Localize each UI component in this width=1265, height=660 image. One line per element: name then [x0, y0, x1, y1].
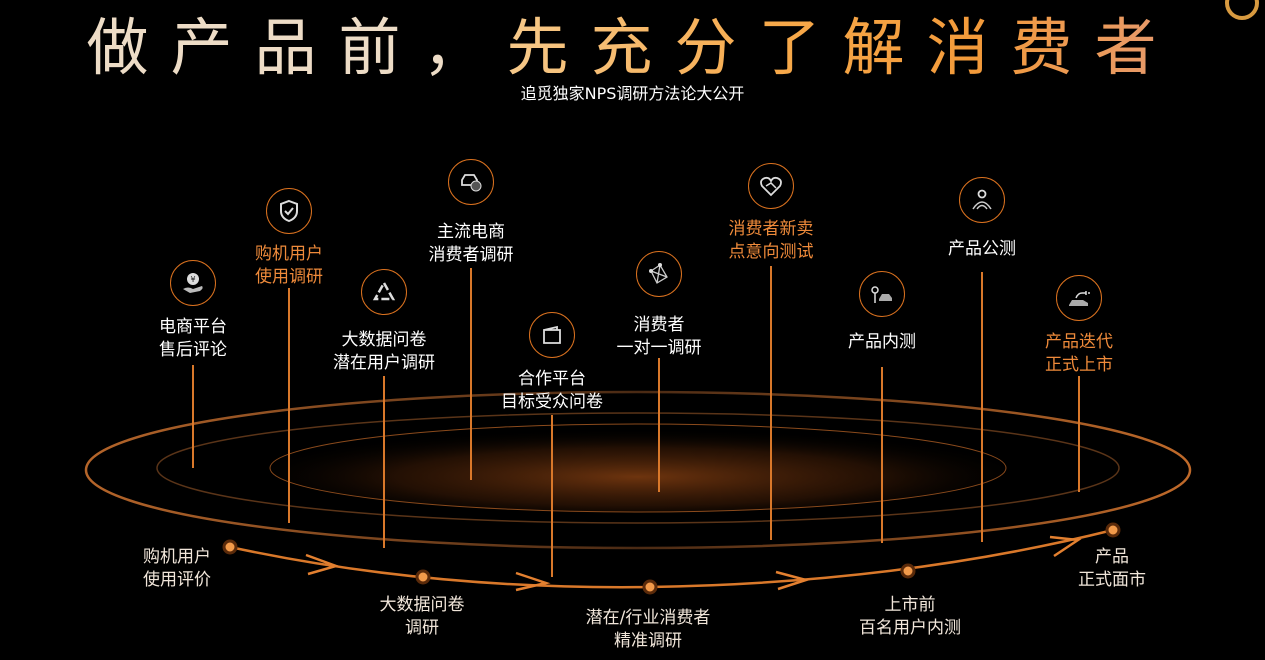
brand-logo	[1225, 0, 1259, 20]
column-label: 产品迭代正式上市	[1045, 331, 1113, 377]
timeline-label: 购机用户使用评价	[143, 546, 211, 592]
timeline-label-line: 调研	[405, 618, 439, 638]
connector-line	[881, 367, 883, 543]
connector-line	[770, 266, 772, 540]
connector-line	[658, 358, 660, 492]
column-label-line: 购机用户	[255, 244, 323, 264]
column-label-line: 产品内测	[848, 332, 916, 352]
timeline-label-line: 百名用户内测	[859, 618, 961, 638]
column-label-line: 点意向测试	[728, 242, 814, 262]
timeline-label: 大数据问卷调研	[380, 594, 465, 640]
timeline-label-line: 购机用户	[143, 547, 211, 567]
timeline-dots	[222, 522, 1121, 595]
column-label-line: 合作平台	[518, 369, 586, 389]
timeline-label: 潜在/行业消费者精准调研	[586, 607, 711, 653]
recycle-triangle-icon	[361, 269, 407, 315]
handshake-heart-icon	[748, 163, 794, 209]
connector-line	[551, 415, 553, 577]
column-label-line: 消费者调研	[428, 245, 514, 265]
connector-line	[981, 272, 983, 542]
inner-glow	[269, 423, 1007, 513]
timeline-arrows	[305, 535, 1082, 592]
car-test-icon	[859, 271, 905, 317]
title-part-1: 做产品前，	[86, 11, 507, 84]
column-label-line: 大数据问卷	[341, 330, 427, 350]
column-label-line: 使用调研	[255, 267, 323, 287]
svg-text:¥: ¥	[190, 275, 195, 284]
connector-line	[192, 365, 194, 468]
column-label: 电商平台售后评论	[159, 316, 227, 362]
column-label-line: 正式上市	[1045, 355, 1113, 375]
car-charging-icon	[1056, 275, 1102, 321]
timeline-label-line: 精准调研	[613, 631, 682, 651]
timeline-label: 上市前百名用户内测	[859, 594, 961, 640]
timeline-label-line: 产品	[1095, 547, 1129, 567]
column-label: 产品内测	[848, 331, 916, 354]
column-label: 消费者新卖点意向测试	[729, 218, 814, 264]
column-label-line: 产品公测	[948, 239, 1016, 259]
middle-ring	[156, 412, 1120, 524]
page-title: 做产品前，先充分了解消费者	[0, 12, 1265, 84]
column-label-line: 主流电商	[437, 222, 505, 242]
column-label-line: 目标受众问卷	[501, 392, 603, 412]
outer-ring	[84, 390, 1192, 550]
connector-line	[1078, 376, 1080, 492]
timeline-label-line: 潜在/行业消费者	[585, 608, 711, 628]
timeline-label: 产品正式面市	[1078, 546, 1146, 592]
timeline-label-line: 上市前	[884, 595, 936, 615]
connector-line	[470, 268, 472, 480]
page-subtitle: 追觅独家NPS调研方法论大公开	[520, 84, 745, 103]
column-label: 消费者一对一调研	[617, 314, 702, 360]
network-icon	[636, 251, 682, 297]
column-label: 大数据问卷潜在用户调研	[333, 329, 435, 375]
timeline-label-line: 正式面市	[1078, 570, 1146, 590]
shield-check-icon	[266, 188, 312, 234]
column-label: 购机用户使用调研	[255, 243, 323, 289]
column-label-line: 产品迭代	[1045, 332, 1113, 352]
column-label: 合作平台目标受众问卷	[501, 368, 603, 414]
column-label-line: 潜在用户调研	[333, 353, 435, 373]
timeline-label-line: 大数据问卷	[379, 595, 465, 615]
connector-line	[288, 288, 290, 523]
column-label-line: 消费者	[633, 315, 685, 335]
column-label-line: 一对一调研	[616, 338, 702, 358]
car-exchange-icon	[448, 159, 494, 205]
title-part-2: 先充分了解消费者	[506, 11, 1179, 84]
yen-hand-icon: ¥	[170, 260, 216, 306]
column-label-line: 电商平台	[159, 317, 227, 337]
column-label-line: 消费者新卖	[728, 219, 814, 239]
user-signal-icon	[959, 177, 1005, 223]
connector-line	[383, 376, 385, 548]
column-label-line: 售后评论	[159, 340, 227, 360]
wallet-icon	[529, 312, 575, 358]
column-label: 主流电商消费者调研	[429, 221, 514, 267]
column-label: 产品公测	[948, 238, 1016, 261]
timeline-label-line: 使用评价	[143, 570, 211, 590]
